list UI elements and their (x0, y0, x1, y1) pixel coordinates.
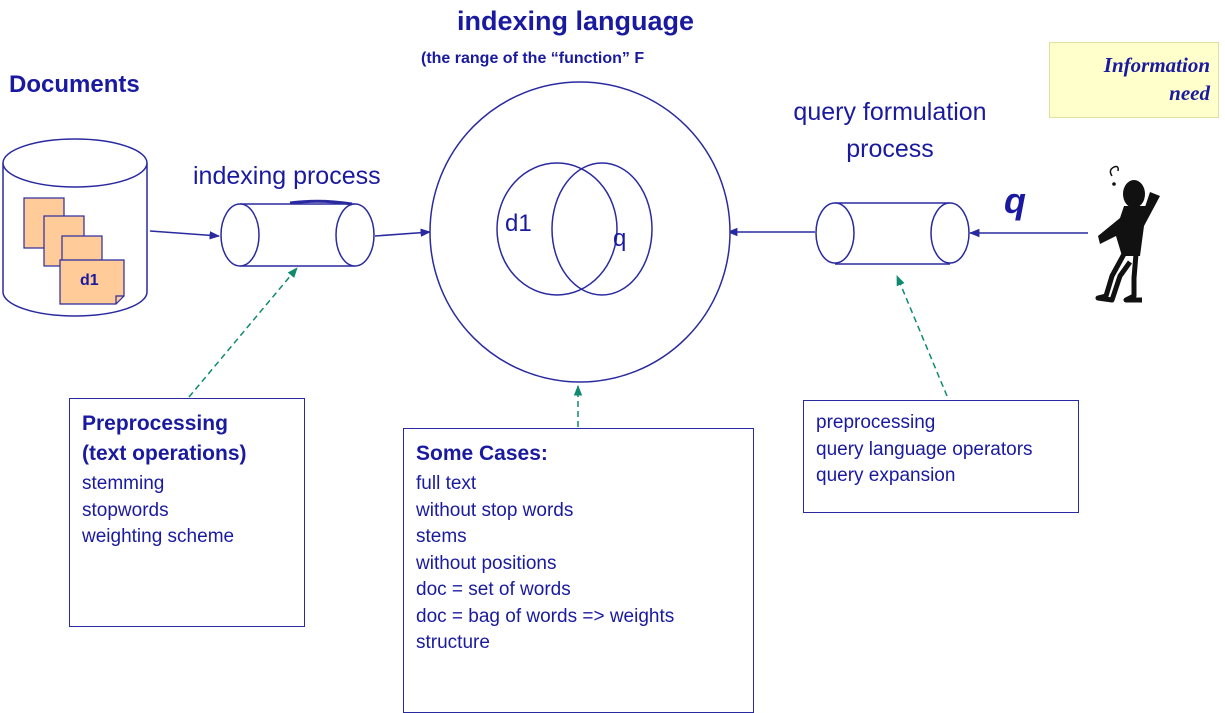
case-item: full text (416, 473, 477, 494)
case-item: stems (416, 526, 467, 547)
indexing-to-language-arrow (374, 228, 432, 237)
preprocessing-item: stemming (82, 473, 165, 494)
preprocessing-to-indexing-arrow (188, 267, 298, 398)
indexing-language-subtitle: (the range of the “function” F (421, 50, 645, 67)
indexing-language-title: indexing language (457, 6, 695, 36)
query-pipe-icon (815, 202, 970, 265)
query-formulation-line2: process (846, 135, 934, 163)
query-operations-box: preprocessing query language operators q… (803, 400, 1079, 513)
information-need-line1: Information (1103, 53, 1210, 77)
query-symbol: q (1004, 180, 1026, 221)
some-cases-box: Some Cases: full text without stop words… (403, 428, 754, 713)
text-operations-title: (text operations) (82, 442, 247, 465)
case-item: doc = set of words (416, 579, 571, 600)
some-cases-title: Some Cases: (416, 442, 548, 465)
document-stack-icon (23, 197, 125, 305)
q-set-ellipse (551, 162, 653, 296)
preprocessing-box: Preprocessing (text operations) stemming… (69, 398, 305, 627)
d1-set-ellipse (496, 162, 618, 296)
information-need-box: Information need (1049, 42, 1219, 118)
query-op-item: query expansion (816, 465, 956, 486)
doc-d1-label: d1 (80, 272, 99, 289)
indexing-process-label: indexing process (193, 162, 381, 190)
preprocessing-item: stopwords (82, 499, 169, 521)
query-op-item: preprocessing (816, 412, 936, 433)
query-box-to-query-arrow (896, 275, 948, 397)
indexing-language-circle (429, 81, 731, 383)
query-op-item: query language operators (816, 438, 1033, 460)
preprocessing-title: Preprocessing (82, 412, 228, 435)
case-item: doc = bag of words => weights (416, 605, 675, 627)
indexing-pipe-icon (220, 199, 375, 267)
preprocessing-item: weighting scheme (82, 526, 235, 547)
venn-d1-label: d1 (505, 210, 532, 237)
case-item: without stop words (416, 499, 574, 521)
documents-title: Documents (9, 71, 140, 98)
query-formulation-line1: query formulation (793, 98, 987, 126)
case-item: structure (416, 632, 490, 653)
information-need-line2: need (1169, 81, 1210, 105)
venn-q-label: q (613, 225, 627, 252)
thinking-person-icon (1095, 165, 1160, 303)
query-formulation-label: query formulation process (772, 98, 1008, 164)
case-item: without positions (416, 552, 557, 574)
docs-to-indexing-arrow (149, 230, 221, 240)
